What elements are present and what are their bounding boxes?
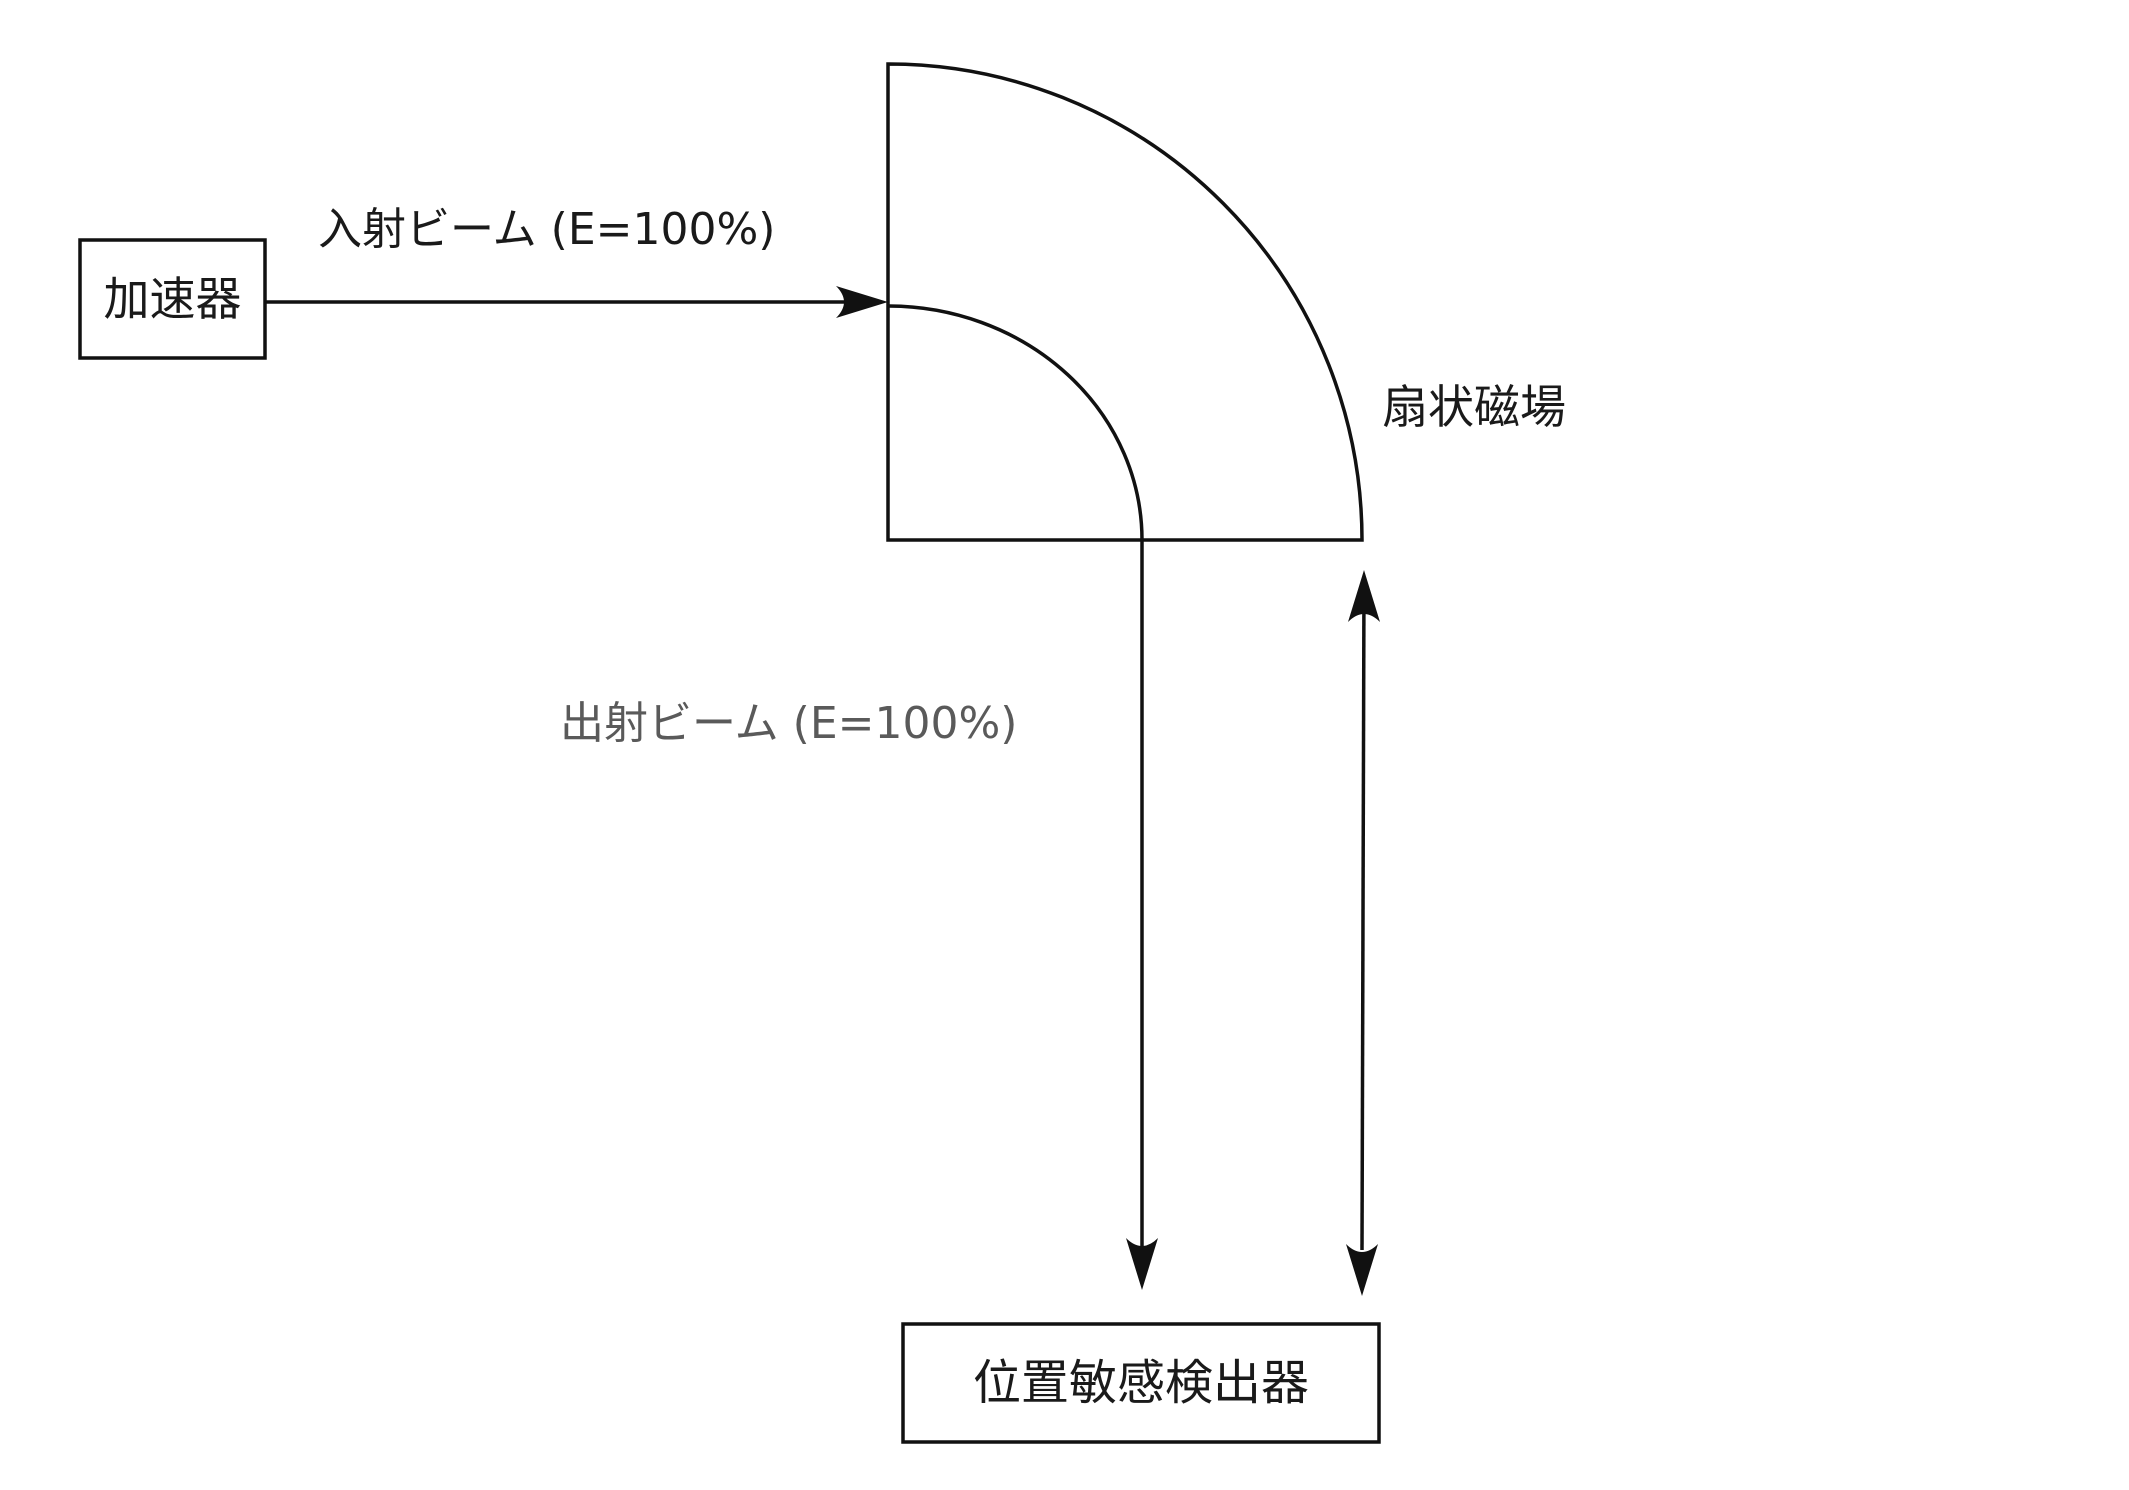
dimension-arrowhead-down <box>1346 1244 1378 1296</box>
sector-field-label: 扇状磁場 <box>1382 380 1566 434</box>
accelerator-box <box>78 238 267 360</box>
incident-beam-label: 入射ビーム (E=100%) <box>318 204 776 255</box>
exit-beam-arrowhead <box>1126 1238 1158 1290</box>
incident-beam-arrowhead <box>836 286 888 318</box>
sector-magnet-outer <box>886 62 1364 542</box>
dimension-arrowhead-up <box>1348 570 1380 622</box>
detector-label: 位置敏感検出器 <box>972 1355 1309 1411</box>
sector-magnet-inner-arc <box>887 304 1144 541</box>
detector-box <box>901 1322 1381 1444</box>
accelerator-label: 加速器 <box>103 272 242 326</box>
dimension-line <box>1360 579 1366 1251</box>
exit-beam-label: 出射ビーム (E=100%) <box>560 698 1018 749</box>
